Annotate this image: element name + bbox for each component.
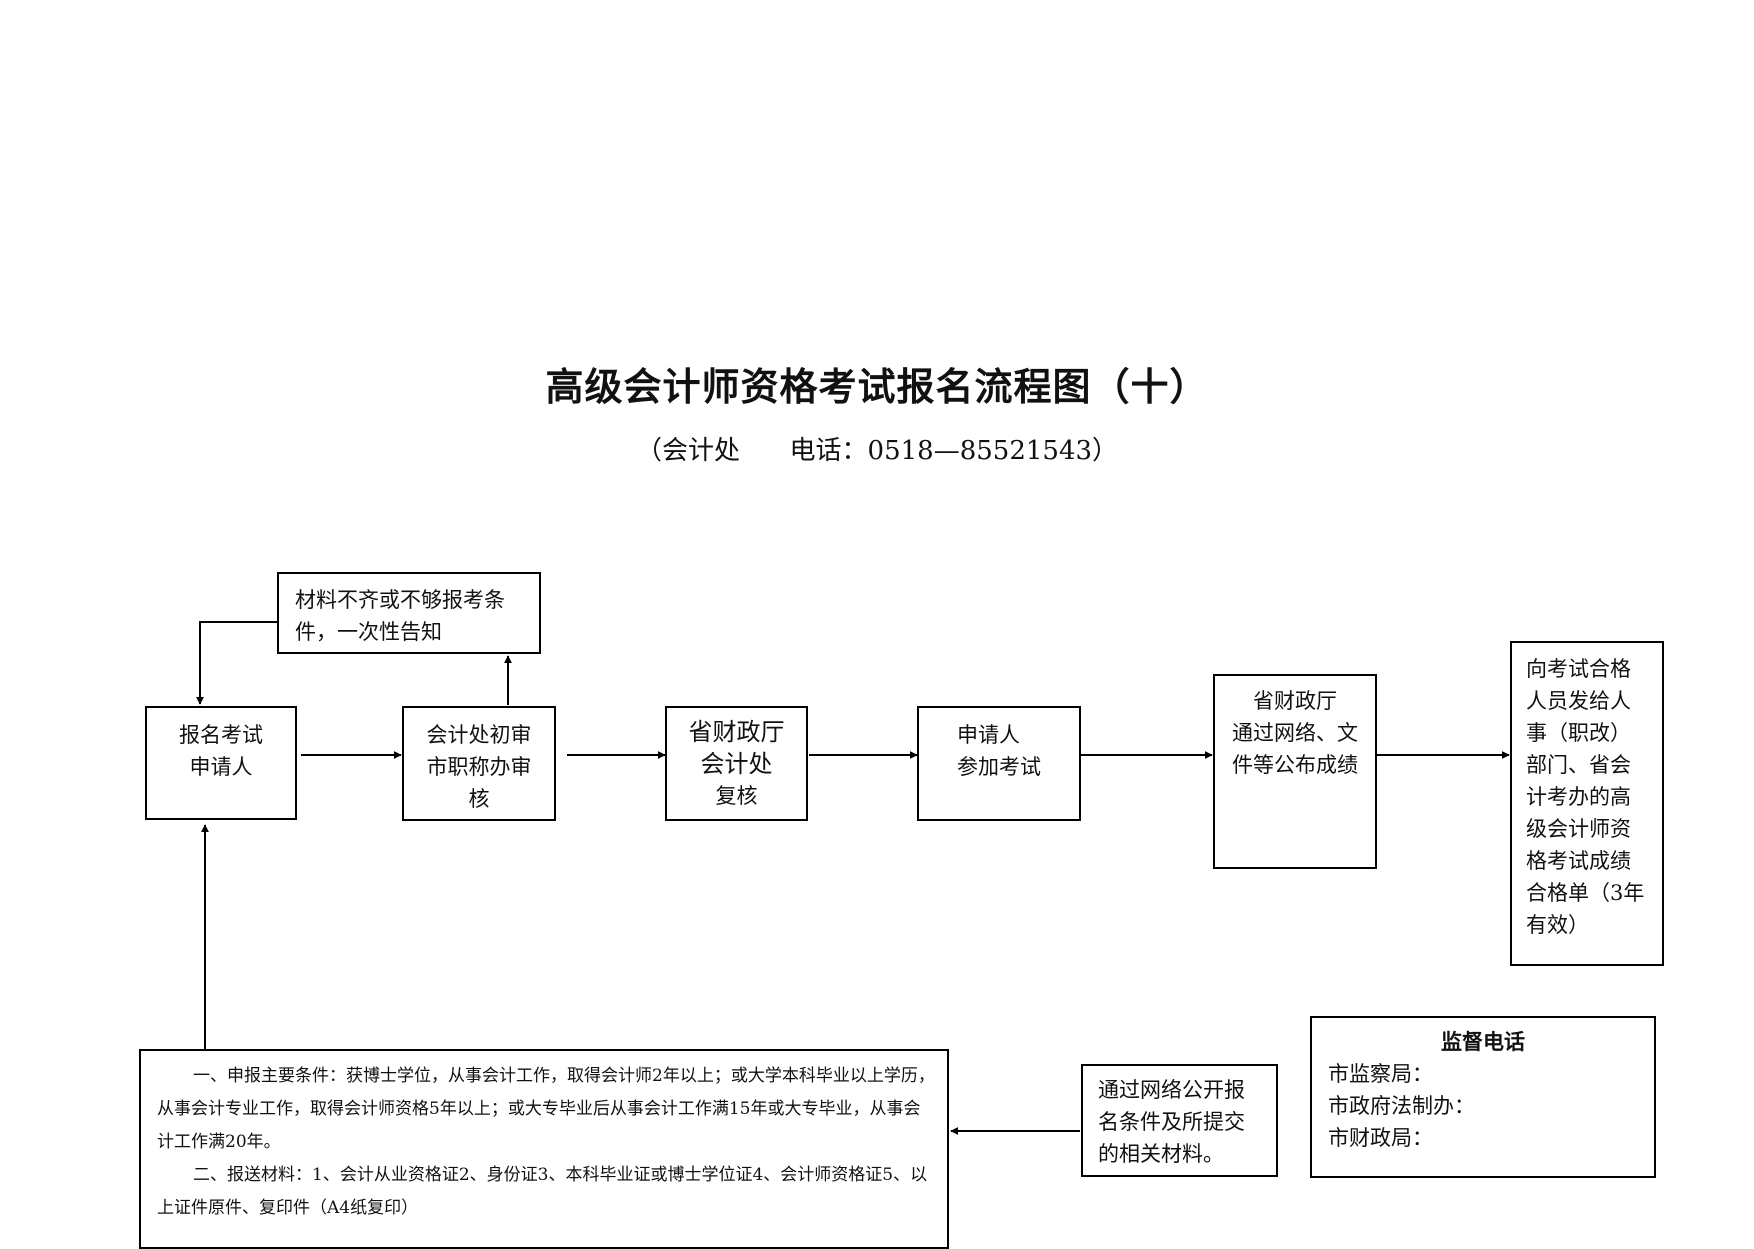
- supervision-box: 监督电话 市监察局： 市政府法制办： 市财政局：: [1310, 1016, 1656, 1178]
- step-line: 省财政厅: [1253, 689, 1337, 713]
- requirements-box: 一、申报主要条件：获博士学位，从事会计工作，取得会计师2年以上；或大学本科毕业以…: [139, 1049, 949, 1249]
- supervision-item: 市财政局：: [1328, 1126, 1433, 1150]
- online-line: 的相关材料。: [1098, 1142, 1224, 1166]
- supervision-item: 市监察局：: [1328, 1062, 1433, 1086]
- online-publication-box: 通过网络公开报 名条件及所提交 的相关材料。: [1081, 1064, 1278, 1177]
- step-line: 市职称办审: [426, 755, 532, 779]
- notice-line: 件，一次性告知: [295, 620, 442, 644]
- page-title: 高级会计师资格考试报名流程图（十）: [545, 364, 1209, 409]
- step-issue-certificate: 向考试合格 人员发给人 事（职改） 部门、省会 计考办的高 级会计师资 格考试成…: [1510, 641, 1664, 966]
- step-re-review: 省财政厅 会计处 复核: [665, 706, 808, 821]
- step-line: 报名考试: [179, 723, 263, 747]
- online-line: 通过网络公开报: [1098, 1078, 1245, 1102]
- step-line: 级会计师资: [1526, 817, 1631, 841]
- step-line: 件等公布成绩: [1232, 753, 1358, 777]
- step-line: 会计处: [700, 750, 773, 778]
- step-line: 省财政厅: [688, 718, 785, 746]
- step-initial-review: 会计处初审 市职称办审 核: [402, 706, 556, 821]
- step-line: 参加考试: [957, 755, 1041, 779]
- step-line: 向考试合格: [1526, 657, 1631, 681]
- step-line: 申请人: [957, 723, 1020, 747]
- online-line: 名条件及所提交: [1098, 1110, 1245, 1134]
- step-line: 人员发给人: [1526, 689, 1631, 713]
- requirements-conditions: 一、申报主要条件：获博士学位，从事会计工作，取得会计师2年以上；或大学本科毕业以…: [157, 1066, 935, 1152]
- step-line: 申请人: [189, 755, 253, 779]
- step-line: 会计处初审: [426, 723, 532, 747]
- step-publish: 省财政厅 通过网络、文 件等公布成绩: [1213, 674, 1377, 869]
- step-line: 部门、省会: [1526, 753, 1631, 777]
- requirements-materials: 二、报送材料：1、会计从业资格证2、身份证3、本科毕业证或博士学位证4、会计师资…: [157, 1165, 928, 1218]
- step-line: 合格单（3年: [1526, 881, 1645, 905]
- step-applicant: 报名考试 申请人: [145, 706, 297, 820]
- step-line: 计考办的高: [1526, 785, 1631, 809]
- step-line: 有效）: [1526, 913, 1589, 937]
- notice-line: 材料不齐或不够报考条: [295, 588, 505, 612]
- step-line: 复核: [715, 784, 758, 808]
- supervision-title: 监督电话: [1441, 1030, 1525, 1054]
- step-line: 格考试成绩: [1526, 849, 1631, 873]
- step-line: 核: [468, 787, 490, 811]
- supervision-item: 市政府法制办：: [1328, 1094, 1475, 1118]
- step-line: 事（职改）: [1526, 721, 1631, 745]
- arrow-notice-to-applicant: [196, 621, 277, 705]
- step-line: 通过网络、文: [1232, 721, 1358, 745]
- notice-box: 材料不齐或不够报考条 件，一次性告知: [277, 572, 541, 654]
- page-subtitle: （会计处 电话：0518—85521543）: [635, 436, 1119, 466]
- step-exam: 申请人 参加考试: [917, 706, 1081, 821]
